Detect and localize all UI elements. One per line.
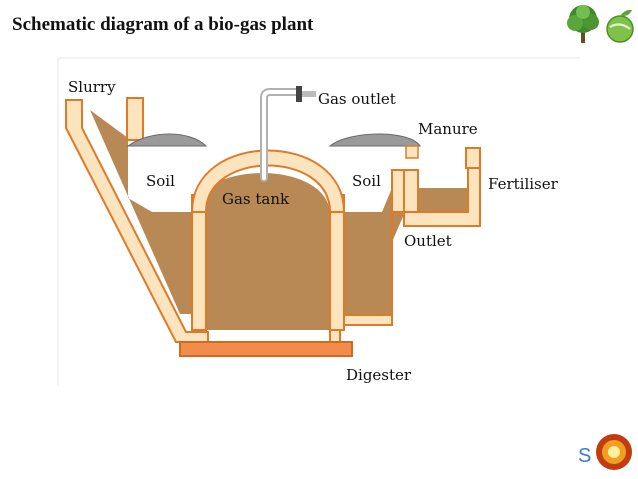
globe-leaf-icon: [606, 9, 634, 43]
left-pillar: [191, 194, 207, 331]
label-fertiliser: Fertiliser: [488, 175, 559, 193]
gas-tank-dome: [190, 149, 346, 213]
label-digester: Digester: [346, 366, 412, 384]
label-outlet: Outlet: [404, 232, 452, 250]
inlet-inner-wall: [126, 97, 144, 141]
label-soil-right: Soil: [352, 172, 381, 190]
badge-letter: S: [578, 445, 591, 467]
label-gas-outlet: Gas outlet: [318, 90, 396, 108]
right-soil-post: [405, 145, 419, 159]
digester-slurry: [90, 110, 468, 330]
sun-badge-icon: S: [578, 434, 632, 470]
inlet-wall: [65, 99, 209, 343]
tree-icon: [567, 5, 599, 43]
fertiliser-box: [465, 147, 481, 169]
outlet-box: [403, 169, 419, 213]
right-lid: [328, 133, 421, 147]
right-pillar: [329, 194, 345, 331]
label-manure: Manure: [418, 120, 478, 138]
page-title: Schematic diagram of a bio-gas plant: [12, 14, 314, 35]
label-soil-left: Soil: [146, 172, 175, 190]
label-slurry: Slurry: [68, 78, 116, 96]
base-plate: [179, 341, 353, 357]
left-lid: [126, 133, 208, 147]
gas-valve-icon: [296, 86, 302, 102]
label-gas-tank: Gas tank: [222, 190, 290, 208]
